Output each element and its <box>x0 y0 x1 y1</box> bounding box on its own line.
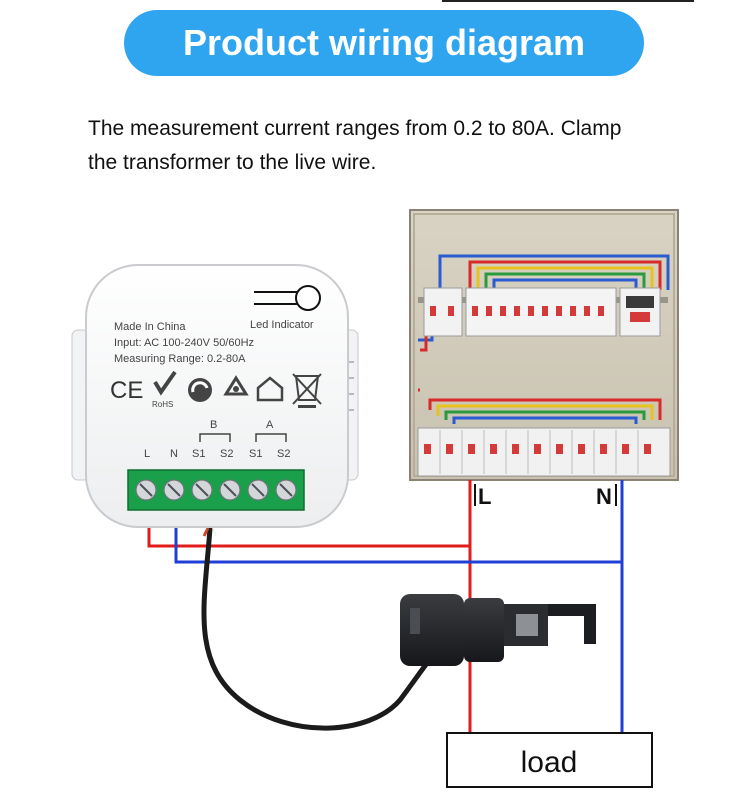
screw-slots <box>139 483 293 497</box>
group-a-label: A <box>266 419 274 431</box>
ct-latch <box>548 604 596 644</box>
load-box: load <box>446 732 653 788</box>
led-icon <box>295 285 321 311</box>
spec-input: Input: AC 100-240V 50/60Hz <box>114 337 254 349</box>
group-b-bracket <box>199 433 231 442</box>
live-wire-to-device <box>147 520 470 548</box>
panel-wiring-mid <box>418 388 662 424</box>
device-body <box>85 264 349 528</box>
rohs-mark: RoHS <box>152 400 173 409</box>
bottom-breaker-row <box>417 427 671 477</box>
distribution-panel <box>409 209 679 481</box>
ce-mark-icon: CE <box>110 377 143 404</box>
spec-made-in: Made In China <box>114 321 186 333</box>
panel-live-label: L <box>478 484 491 509</box>
spec-range: Measuring Range: 0.2-80A <box>114 353 246 365</box>
cable-end-red <box>202 527 210 537</box>
group-b-label: B <box>210 419 217 431</box>
title-banner: Product wiring diagram <box>124 10 644 76</box>
terminal-label-a-s1: S1 <box>249 448 262 460</box>
top-breaker-row <box>423 287 661 337</box>
ct-jaw-window <box>516 614 538 636</box>
neutral-wire-to-device <box>174 520 622 564</box>
led-label: Led Indicator <box>250 319 314 331</box>
terminal-label-n: N <box>170 448 178 460</box>
terminal-label-b-s1: S1 <box>192 448 205 460</box>
panel-wiring-top <box>418 254 670 352</box>
load-box-frame <box>446 732 653 788</box>
top-edge-line <box>442 0 694 2</box>
ct-core <box>464 598 504 662</box>
terminal-label-l: L <box>144 448 150 460</box>
intro-line-1: The measurement current ranges from 0.2 … <box>88 117 622 140</box>
intro-line-2: the transformer to the live wire. <box>88 151 377 174</box>
terminal-block <box>127 469 305 511</box>
panel-neutral-label: N <box>596 484 612 509</box>
rohs-check-icon <box>153 370 177 396</box>
led-indicator <box>254 285 321 311</box>
ct-left-body <box>400 594 464 666</box>
group-a-bracket <box>255 433 287 442</box>
cable-end-white <box>212 527 217 537</box>
terminal-label-b-s2: S2 <box>220 448 233 460</box>
green-dot-icon <box>188 378 212 402</box>
terminal-label-a-s2: S2 <box>277 448 290 460</box>
house-icon <box>256 376 284 402</box>
intro-text: The measurement current ranges from 0.2 … <box>88 112 708 180</box>
ct-left-label <box>410 608 420 634</box>
recycle-icon <box>223 375 249 396</box>
page-title: Product wiring diagram <box>182 22 586 63</box>
weee-bin-icon <box>292 373 322 408</box>
smart-meter-device: Led Indicator Made In China Input: AC 10… <box>71 264 359 528</box>
current-transformer-clamp <box>400 594 596 666</box>
load-label: load <box>521 746 578 779</box>
